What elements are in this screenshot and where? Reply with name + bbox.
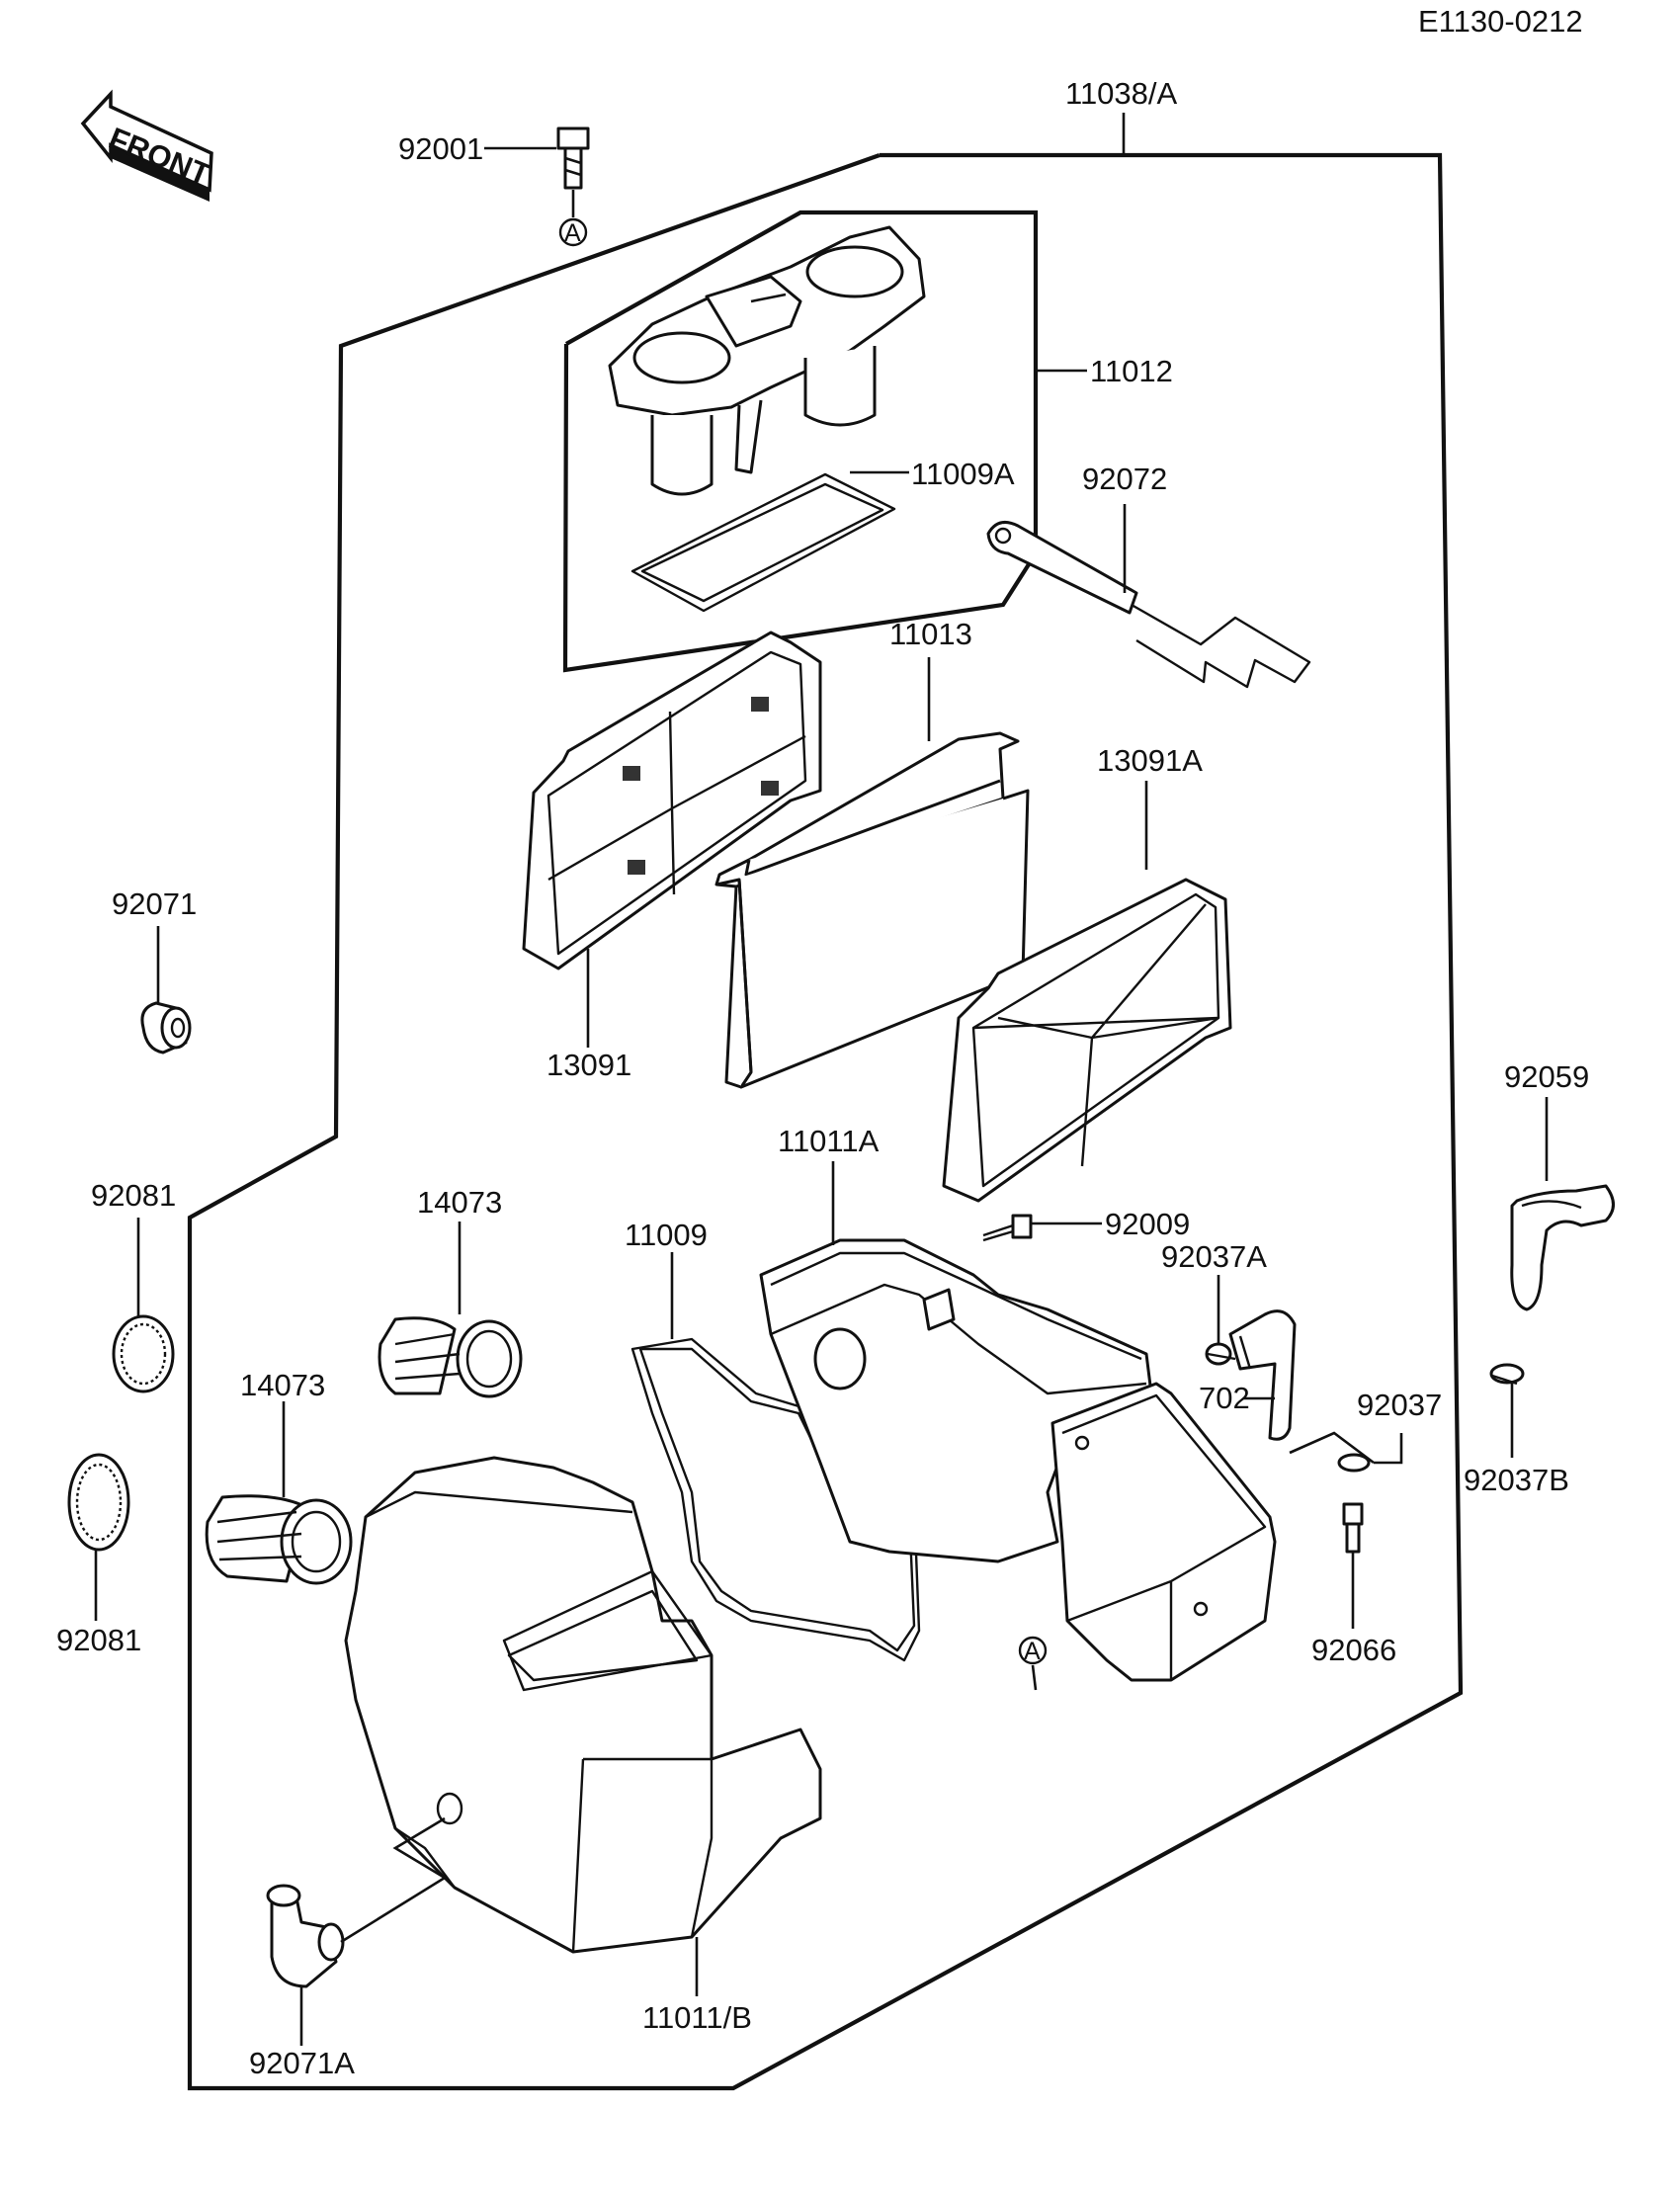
clamp-92037b-icon	[1489, 1363, 1525, 1386]
filter-element-11013	[714, 731, 1030, 1089]
screen-13091a	[942, 878, 1232, 1203]
hose-702	[1228, 1309, 1297, 1441]
label-92081-bottom: 92081	[56, 1623, 141, 1657]
ref-marker-a-top: A	[564, 219, 581, 247]
label-92037: 92037	[1357, 1388, 1442, 1422]
label-11009a: 11009A	[911, 457, 1015, 491]
air-cleaner-cover-11012	[608, 225, 926, 496]
label-92009: 92009	[1105, 1207, 1190, 1241]
label-11009: 11009	[625, 1218, 708, 1252]
screen-13091	[522, 631, 822, 970]
assembly-outline-11038a	[187, 152, 1464, 2091]
label-92059: 92059	[1504, 1059, 1589, 1094]
label-92071a: 92071A	[249, 2046, 355, 2080]
seal-92081-top	[112, 1314, 175, 1393]
label-92072: 92072	[1082, 462, 1167, 496]
label-14073-top: 14073	[417, 1185, 502, 1220]
label-92001: 92001	[398, 131, 483, 166]
label-92037b: 92037B	[1464, 1463, 1569, 1497]
front-arrow-icon: FRONT	[80, 89, 215, 202]
bracket-92072	[986, 520, 1311, 689]
label-702: 702	[1199, 1381, 1250, 1415]
housing-11011b	[344, 1456, 822, 1954]
gasket-11009a	[630, 472, 896, 613]
label-13091a: 13091A	[1097, 743, 1203, 778]
grommet-92071	[140, 1001, 192, 1054]
ref-marker-a-lower: A	[1024, 1638, 1041, 1665]
label-11012: 11012	[1090, 354, 1173, 388]
label-11011a: 11011A	[778, 1124, 880, 1158]
duct-14073-mid	[205, 1494, 353, 1585]
elbow-92071a	[266, 1884, 345, 1988]
label-92071: 92071	[112, 886, 197, 921]
label-14073-mid: 14073	[240, 1368, 325, 1402]
seal-92081-bottom	[67, 1453, 130, 1552]
label-13091: 13091	[546, 1048, 631, 1082]
clamp-92037a-icon	[1205, 1342, 1236, 1366]
housing-11011a	[759, 1238, 1153, 1563]
label-92081-top: 92081	[91, 1178, 176, 1213]
bolt-92001-icon	[556, 126, 590, 190]
hose-92059	[1510, 1184, 1615, 1311]
label-92037a: 92037A	[1161, 1239, 1267, 1274]
clamp-92037-icon	[1337, 1453, 1371, 1473]
label-92066: 92066	[1311, 1633, 1396, 1667]
housing-lower-right	[1050, 1382, 1277, 1682]
drawing-code: E1130-0212	[1418, 4, 1583, 39]
duct-14073-top	[378, 1316, 523, 1398]
label-11011b: 11011/B	[642, 2000, 752, 2035]
plug-92066-icon	[1342, 1502, 1364, 1563]
label-11013: 11013	[889, 617, 972, 651]
screw-92009-icon	[982, 1214, 1033, 1242]
label-11038a: 11038/A	[1065, 76, 1178, 111]
